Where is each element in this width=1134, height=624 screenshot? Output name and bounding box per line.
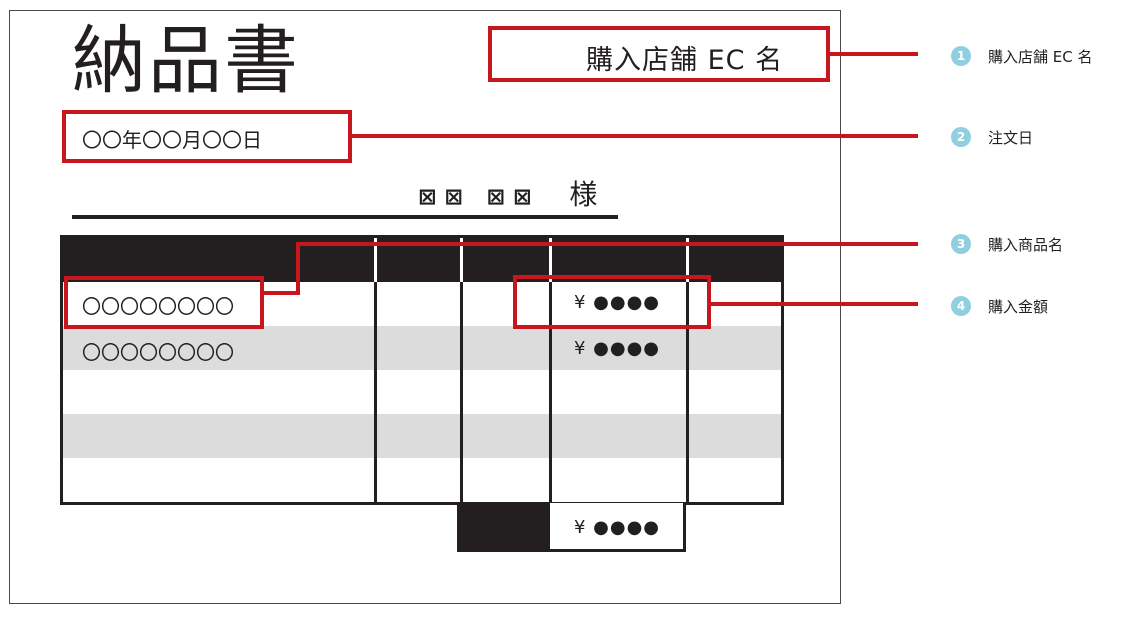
store-name-highlight <box>488 26 830 82</box>
honorific-sama: 様 <box>569 178 598 211</box>
column-divider <box>460 282 463 505</box>
legend-number-badge: 3 <box>951 234 971 254</box>
column-divider <box>686 282 689 505</box>
total-amount-cell <box>547 503 686 552</box>
legend-number-badge: 1 <box>951 46 971 66</box>
header-divider <box>686 238 689 282</box>
order-date-highlight <box>62 110 352 163</box>
table-row-item-name: 〇〇〇〇〇〇〇〇 <box>82 296 235 318</box>
table-row-price: ¥ ●●●● <box>574 292 660 313</box>
column-divider <box>549 282 552 505</box>
column-divider <box>374 282 377 505</box>
order-date-leader-line <box>352 134 918 138</box>
addressee-name: ⊠⊠ ⊠⊠ <box>418 185 540 210</box>
addressee-line: ⊠⊠ ⊠⊠ 様 <box>418 173 597 213</box>
legend-label: 購入金額 <box>988 297 1049 316</box>
item-name-highlight <box>64 276 264 329</box>
addressee-underline <box>72 215 618 219</box>
item-name-leader-line <box>296 242 918 246</box>
table-row-price: ¥ ●●●● <box>574 338 660 359</box>
legend-label: 購入店舗 EC 名 <box>988 47 1093 66</box>
legend-label: 注文日 <box>988 128 1034 147</box>
store-name-leader-line <box>830 52 918 56</box>
legend-item-store-name: 1 購入店舗 EC 名 <box>951 44 1093 68</box>
item-name-leader-line <box>296 242 300 295</box>
table-row-item-name: 〇〇〇〇〇〇〇〇 <box>82 342 235 364</box>
header-divider <box>374 238 377 282</box>
store-name: 購入店舗 EC 名 <box>586 45 784 76</box>
legend-item-product-name: 3 購入商品名 <box>951 232 1063 256</box>
legend-label: 購入商品名 <box>988 235 1064 254</box>
total-amount: ¥ ●●●● <box>574 517 660 538</box>
order-date: 〇〇年〇〇月〇〇日 <box>82 128 262 152</box>
header-divider <box>549 238 552 282</box>
legend-number-badge: 4 <box>951 296 971 316</box>
price-highlight <box>513 275 711 329</box>
table-row-stripe <box>63 326 781 370</box>
document-title: 納品書 <box>72 18 300 104</box>
item-name-leader-line <box>264 291 300 295</box>
table-row-stripe <box>63 414 781 458</box>
total-label-cell <box>457 503 550 552</box>
legend-number-badge: 2 <box>951 127 971 147</box>
header-divider <box>460 238 463 282</box>
legend-item-order-date: 2 注文日 <box>951 125 1033 149</box>
price-leader-line <box>711 302 918 306</box>
legend-item-purchase-amount: 4 購入金額 <box>951 294 1048 318</box>
